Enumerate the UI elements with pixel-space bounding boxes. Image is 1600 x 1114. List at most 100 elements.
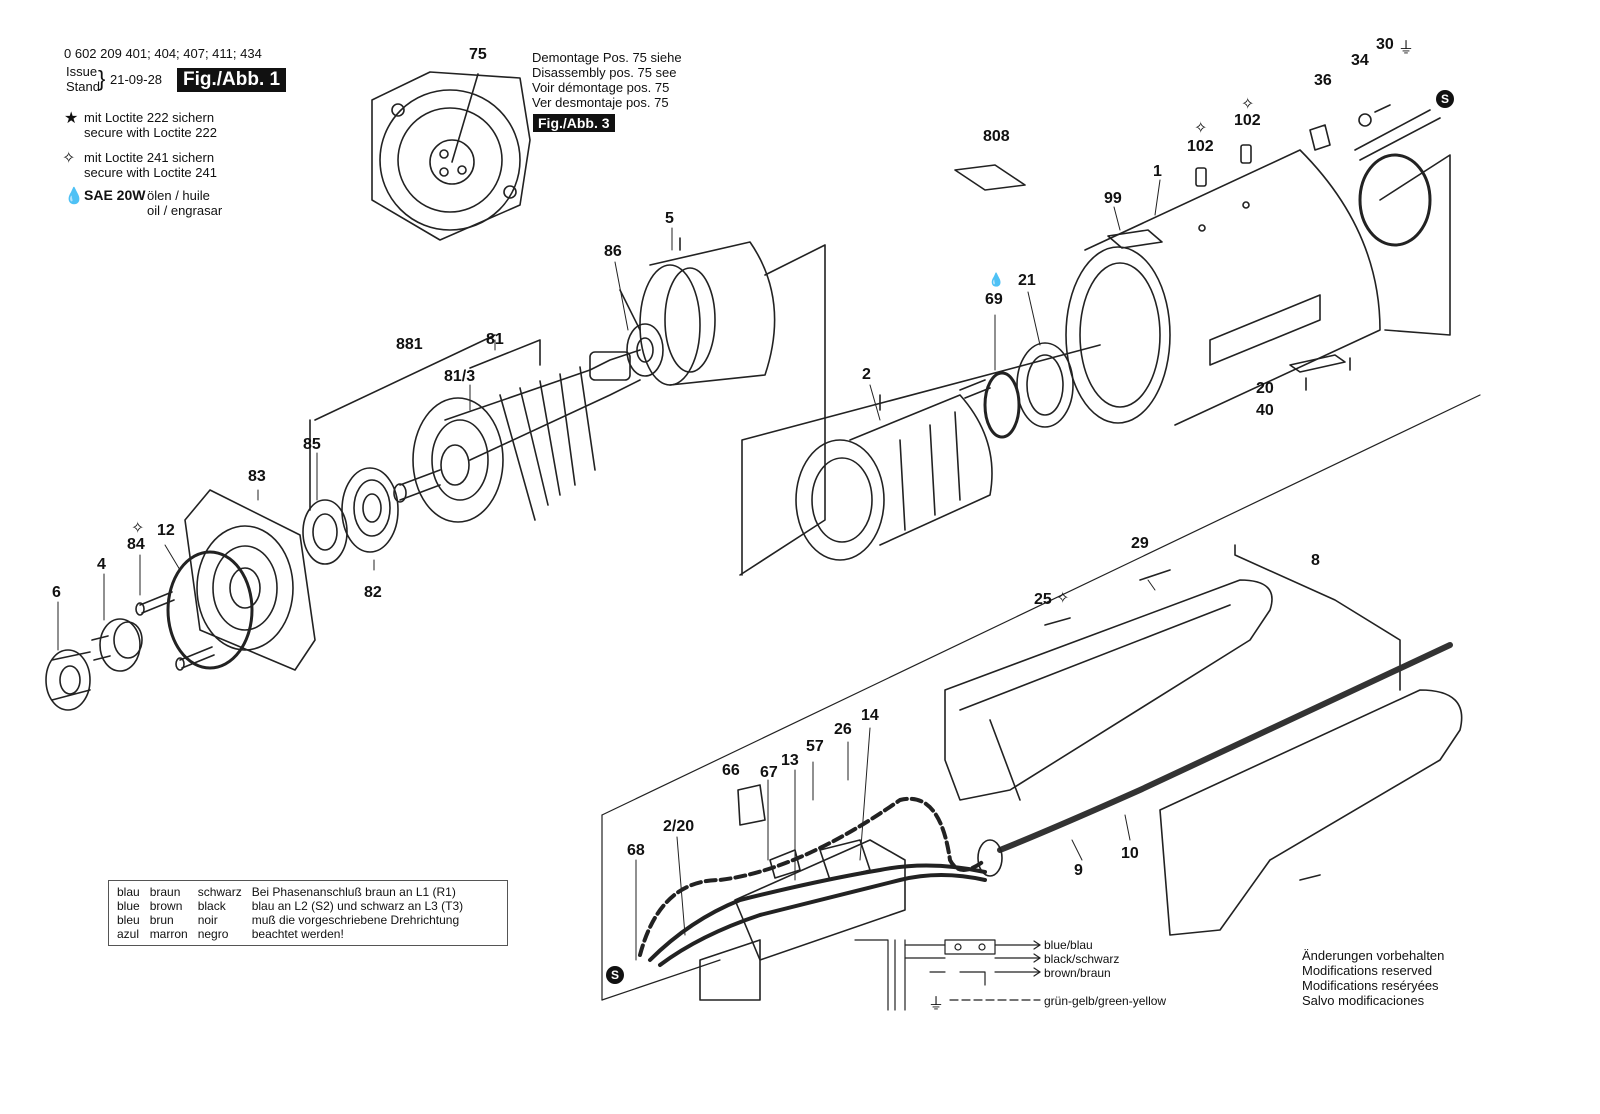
part-label-34: 34 — [1351, 52, 1369, 69]
part-label-6: 6 — [52, 584, 61, 601]
table-cell: marron — [149, 927, 188, 941]
legend-brown: brown/braun — [1044, 966, 1111, 980]
table-cell: Bei Phasenanschluß braun an L1 (R1) — [251, 885, 456, 899]
part-label-10: 10 — [1121, 845, 1139, 862]
table-cell: noir — [197, 913, 218, 927]
outline-star-icon: ✧ — [1056, 590, 1070, 607]
part-label-9: 9 — [1074, 862, 1083, 879]
table-cell: schwarz — [197, 885, 242, 899]
part-label-13: 13 — [781, 752, 799, 769]
table-cell: braun — [149, 885, 181, 899]
part-label-29: 29 — [1131, 535, 1149, 552]
star-icon: ★ — [64, 110, 79, 127]
oil-drop-icon: 💧 — [64, 188, 84, 205]
bearing-86-drawing — [619, 289, 664, 377]
o-ring-12-drawing — [166, 550, 254, 670]
modifications-line2: Modifications reserved — [1302, 963, 1433, 978]
part-label-20: 20 — [1256, 380, 1274, 397]
issue-label: Issue — [66, 64, 98, 79]
issue-date: 21-09-28 — [110, 72, 163, 87]
part-label-4: 4 — [97, 556, 106, 573]
leader-lines — [57, 179, 1161, 961]
part-label-86: 86 — [604, 243, 622, 260]
o-ring-69-drawing — [983, 371, 1021, 439]
part-label-75: 75 — [469, 46, 487, 63]
table-cell: bleu — [117, 913, 140, 927]
wire-color-table: blau braun schwarz Bei Phasenanschluß br… — [108, 880, 508, 946]
ground-icon: ⏚ — [1398, 40, 1415, 57]
sleeve-5-drawing — [639, 237, 1101, 576]
part-label-66: 66 — [722, 762, 740, 779]
flange-75-drawing — [371, 71, 531, 241]
table-cell: negro — [197, 927, 229, 941]
stator-2-drawing — [795, 379, 993, 561]
part-label-57: 57 — [806, 738, 824, 755]
brace-icon: } — [98, 66, 106, 91]
table-cell: azul — [117, 927, 140, 941]
part-label-81: 81 — [486, 331, 504, 348]
nut-6-drawing — [45, 649, 91, 711]
loctite241-line2: secure with Loctite 241 — [84, 165, 217, 180]
part-label-26: 26 — [834, 721, 852, 738]
loctite241-line1: mit Loctite 241 sichern — [84, 150, 215, 165]
cable-drawing — [997, 642, 1453, 853]
part-label-83: 83 — [248, 468, 266, 485]
s-badge-icon: S — [606, 966, 624, 984]
outline-star-icon: ✧ — [62, 150, 76, 167]
loctite222-line1: mit Loctite 222 sichern — [84, 110, 215, 125]
cable-grommet-drawing — [977, 839, 1003, 877]
part-label-5: 5 — [665, 210, 674, 227]
part-label-881: 881 — [396, 336, 423, 353]
table-cell: black — [197, 899, 226, 913]
part-label-21: 21 — [1018, 272, 1036, 289]
table-row: blue brown black blau an L2 (S2) und sch… — [117, 899, 473, 913]
ring-21-drawing — [1016, 342, 1074, 428]
table-cell: beachtet werden! — [251, 927, 344, 941]
outline-star-icon: ✧ — [131, 520, 145, 537]
disassembly-line1: Demontage Pos. 75 siehe — [532, 50, 682, 65]
housing-1-drawing — [1065, 149, 1451, 426]
part-label-1: 1 — [1153, 163, 1162, 180]
table-row: blau braun schwarz Bei Phasenanschluß br… — [117, 885, 473, 899]
disassembly-line3: Voir démontage pos. 75 — [532, 80, 670, 95]
part-label-102b: 102 — [1234, 112, 1261, 129]
disassembly-line4: Ver desmontaje pos. 75 — [532, 95, 669, 110]
ground-icon: ⏚ — [928, 996, 945, 1013]
table-cell: blau — [117, 885, 140, 899]
legend-blue: blue/blau — [1044, 938, 1093, 952]
part-label-40: 40 — [1256, 402, 1274, 419]
coupling-4-drawing — [91, 618, 143, 672]
loctite222-line2: secure with Loctite 222 — [84, 125, 217, 140]
bearing-82-drawing — [341, 467, 399, 553]
part-label-2-20: 2/20 — [663, 818, 695, 835]
wire-legend-drawing — [854, 939, 1041, 1011]
part-label-81-3: 81/3 — [444, 368, 476, 385]
part-label-8: 8 — [1311, 552, 1320, 569]
part-label-2: 2 — [862, 366, 871, 383]
table-cell: blue — [117, 899, 140, 913]
handle-cover-drawing — [1159, 689, 1463, 936]
stand-label: Stand — [66, 79, 100, 94]
figure3-badge: Fig./Abb. 3 — [533, 114, 615, 132]
part-label-68: 68 — [627, 842, 645, 859]
part-label-12: 12 — [157, 522, 175, 539]
label-808-drawing — [954, 164, 1026, 191]
table-cell: brown — [149, 899, 183, 913]
label-99-drawing — [1107, 229, 1163, 249]
screws-84-drawing — [135, 591, 215, 671]
armature-81-drawing — [309, 334, 641, 523]
part-label-82: 82 — [364, 584, 382, 601]
bearing-85-drawing — [302, 499, 348, 565]
cable-clamp-drawing — [1309, 104, 1441, 247]
modifications-line4: Salvo modificaciones — [1302, 993, 1425, 1008]
outline-star-icon: ✧ — [1241, 96, 1255, 113]
disassembly-line2: Disassembly pos. 75 see — [532, 65, 677, 80]
switch-assembly-drawing — [699, 784, 906, 1001]
part-label-84: 84 — [127, 536, 145, 553]
s-badge-icon: S — [1436, 90, 1454, 108]
legend-black: black/schwarz — [1044, 952, 1120, 966]
part-label-69: 69 — [985, 291, 1003, 308]
part-label-30: 30 — [1376, 36, 1394, 53]
screws-102-drawing — [1195, 144, 1351, 391]
